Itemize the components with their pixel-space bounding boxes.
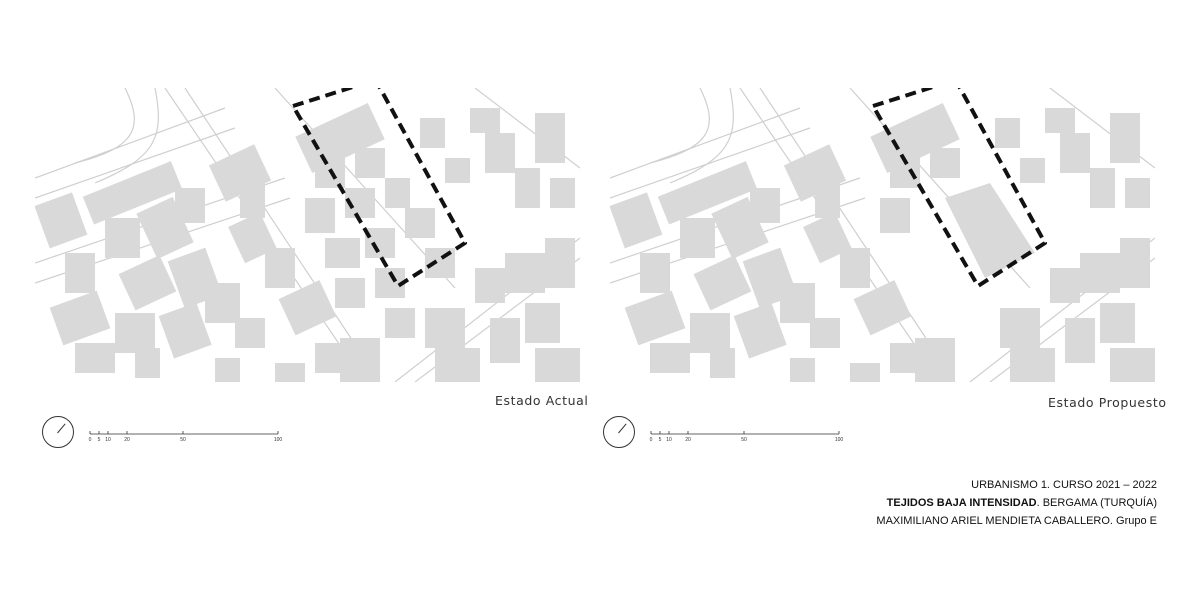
scale-tick-label: 20 — [124, 437, 130, 443]
map-current-state — [35, 88, 580, 382]
north-arrow-icon — [603, 416, 635, 448]
scale-tick-label: 20 — [685, 437, 691, 443]
scale-tick-label: 5 — [98, 437, 101, 443]
scale-bar: 0 5 10 20 50 100 — [89, 431, 283, 443]
north-arrow-icon — [42, 416, 74, 448]
project-location: . BERGAMA (TURQUÍA) — [1036, 497, 1157, 509]
author-line: MAXIMILIANO ARIEL MENDIETA CABALLERO. Gr… — [876, 515, 1157, 527]
scale-tick-label: 5 — [659, 437, 662, 443]
course-line: URBANISMO 1. CURSO 2021 – 2022 — [971, 479, 1157, 491]
map-caption-proposed: Estado Propuesto — [1048, 395, 1167, 410]
map-caption-current: Estado Actual — [495, 393, 589, 408]
scale-tick-label: 100 — [835, 437, 844, 443]
curved-road — [74, 88, 159, 184]
scale-tick-label: 0 — [89, 437, 92, 443]
map-proposed-state — [610, 88, 1155, 382]
project-line: TEJIDOS BAJA INTENSIDAD. BERGAMA (TURQUÍ… — [876, 494, 1157, 512]
scale-tick-label: 10 — [666, 437, 672, 443]
scale-bar: 0 5 10 20 50 100 — [650, 431, 844, 443]
scale-tick-label: 10 — [105, 437, 111, 443]
building-footprints — [35, 102, 580, 382]
title-block: URBANISMO 1. CURSO 2021 – 2022 TEJIDOS B… — [876, 476, 1157, 530]
curved-road — [649, 88, 734, 184]
project-title: TEJIDOS BAJA INTENSIDAD — [886, 497, 1037, 509]
scale-tick-label: 0 — [650, 437, 653, 443]
scale-tick-label: 100 — [274, 437, 283, 443]
proposed-block — [945, 183, 1035, 278]
scale-tick-label: 50 — [180, 437, 186, 443]
map-current-drawing — [35, 88, 580, 382]
scale-tick-label: 50 — [741, 437, 747, 443]
building-footprints — [610, 102, 1155, 382]
map-proposed-drawing — [610, 88, 1155, 382]
